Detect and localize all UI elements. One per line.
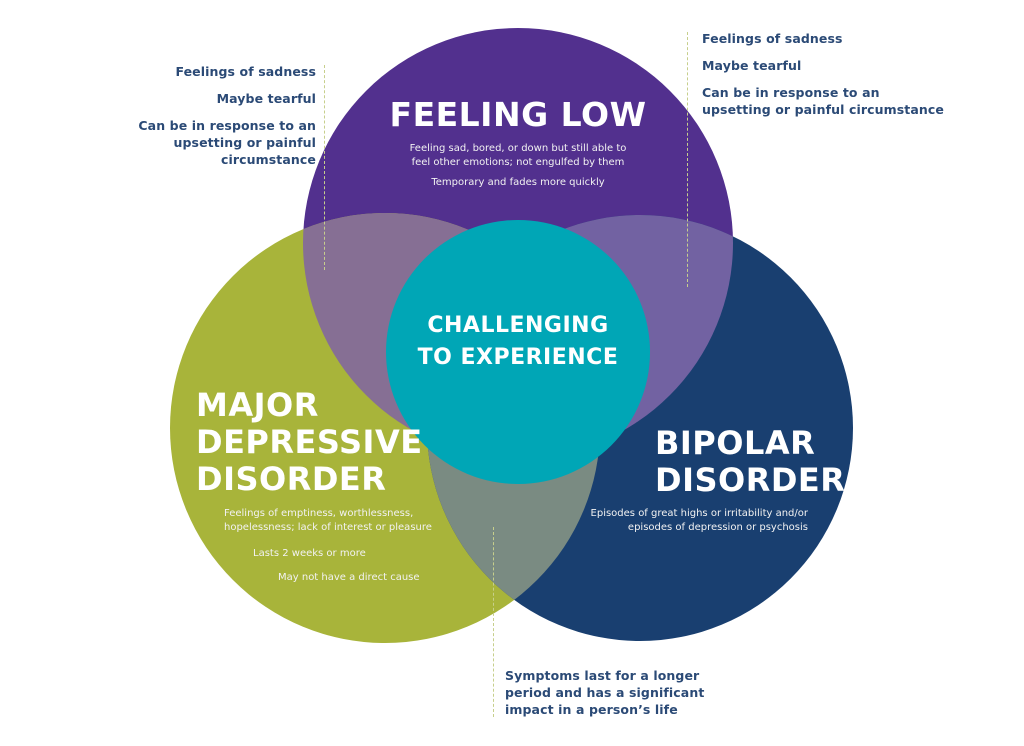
- bipolar-title: BIPOLAR DISORDER: [655, 424, 846, 499]
- right-leader-line: [687, 32, 688, 287]
- feeling-low-duration: Temporary and fades more quickly: [431, 177, 605, 188]
- note-item: Can be in response to an: [702, 85, 880, 100]
- center-circle: [386, 220, 650, 484]
- bottom-leader-line: [493, 527, 494, 717]
- note-item: Maybe tearful: [702, 58, 802, 73]
- center-title: CHALLENGING TO EXPERIENCE: [417, 313, 619, 370]
- note-item: upsetting or painful circumstance: [173, 135, 316, 167]
- bottom-note: Symptoms last for a longer period and ha…: [505, 667, 725, 718]
- note-line: impact in a person’s life: [505, 702, 678, 717]
- note-item: upsetting or painful circumstance: [702, 102, 944, 117]
- feeling-low-title: FEELING LOW: [389, 95, 647, 134]
- major-depressive-duration: Lasts 2 weeks or more: [253, 548, 366, 559]
- right-notes: Feelings of sadness Maybe tearful Can be…: [702, 30, 962, 118]
- note-item: Feelings of sadness: [175, 64, 316, 79]
- major-depressive-title: MAJOR DEPRESSIVE DISORDER: [196, 386, 423, 498]
- note-item: Can be in response to an: [138, 118, 316, 133]
- major-depressive-cause: May not have a direct cause: [278, 572, 420, 583]
- note-item: Maybe tearful: [216, 91, 316, 106]
- left-notes: Feelings of sadness Maybe tearful Can be…: [76, 63, 316, 168]
- major-depressive-description: Feelings of emptiness, worthlessness, ho…: [224, 508, 432, 533]
- left-leader-line: [324, 65, 325, 270]
- note-item: Feelings of sadness: [702, 31, 843, 46]
- feeling-low-description: Feeling sad, bored, or down but still ab…: [378, 142, 658, 190]
- note-line: Symptoms last for a longer: [505, 668, 700, 683]
- bipolar-description: Episodes of great highs or irritability …: [590, 508, 808, 533]
- note-line: period and has a significant: [505, 685, 705, 700]
